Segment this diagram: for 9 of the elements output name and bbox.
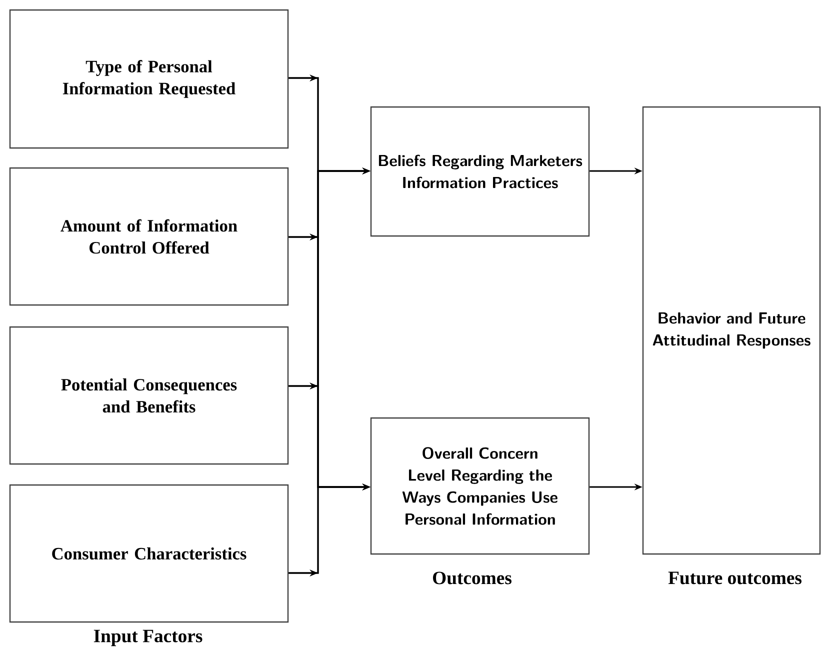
box: Behavior and Future Attitudinal Responses	[642, 106, 821, 555]
box: Potential Consequences and Benefits	[9, 326, 289, 465]
box: Type of Personal Information Requested	[9, 9, 289, 149]
box: Beliefs Regarding Marketers Information Practices	[370, 106, 590, 237]
column-caption: Outcomes	[433, 572, 512, 584]
column-caption: Future outcomes	[668, 572, 802, 584]
box: Amount of Information Control Offered	[9, 167, 289, 306]
box: Consumer Characteristics	[9, 484, 289, 623]
box: Overall Concern Level Regarding the Ways Companies Use Personal Information	[370, 417, 590, 555]
